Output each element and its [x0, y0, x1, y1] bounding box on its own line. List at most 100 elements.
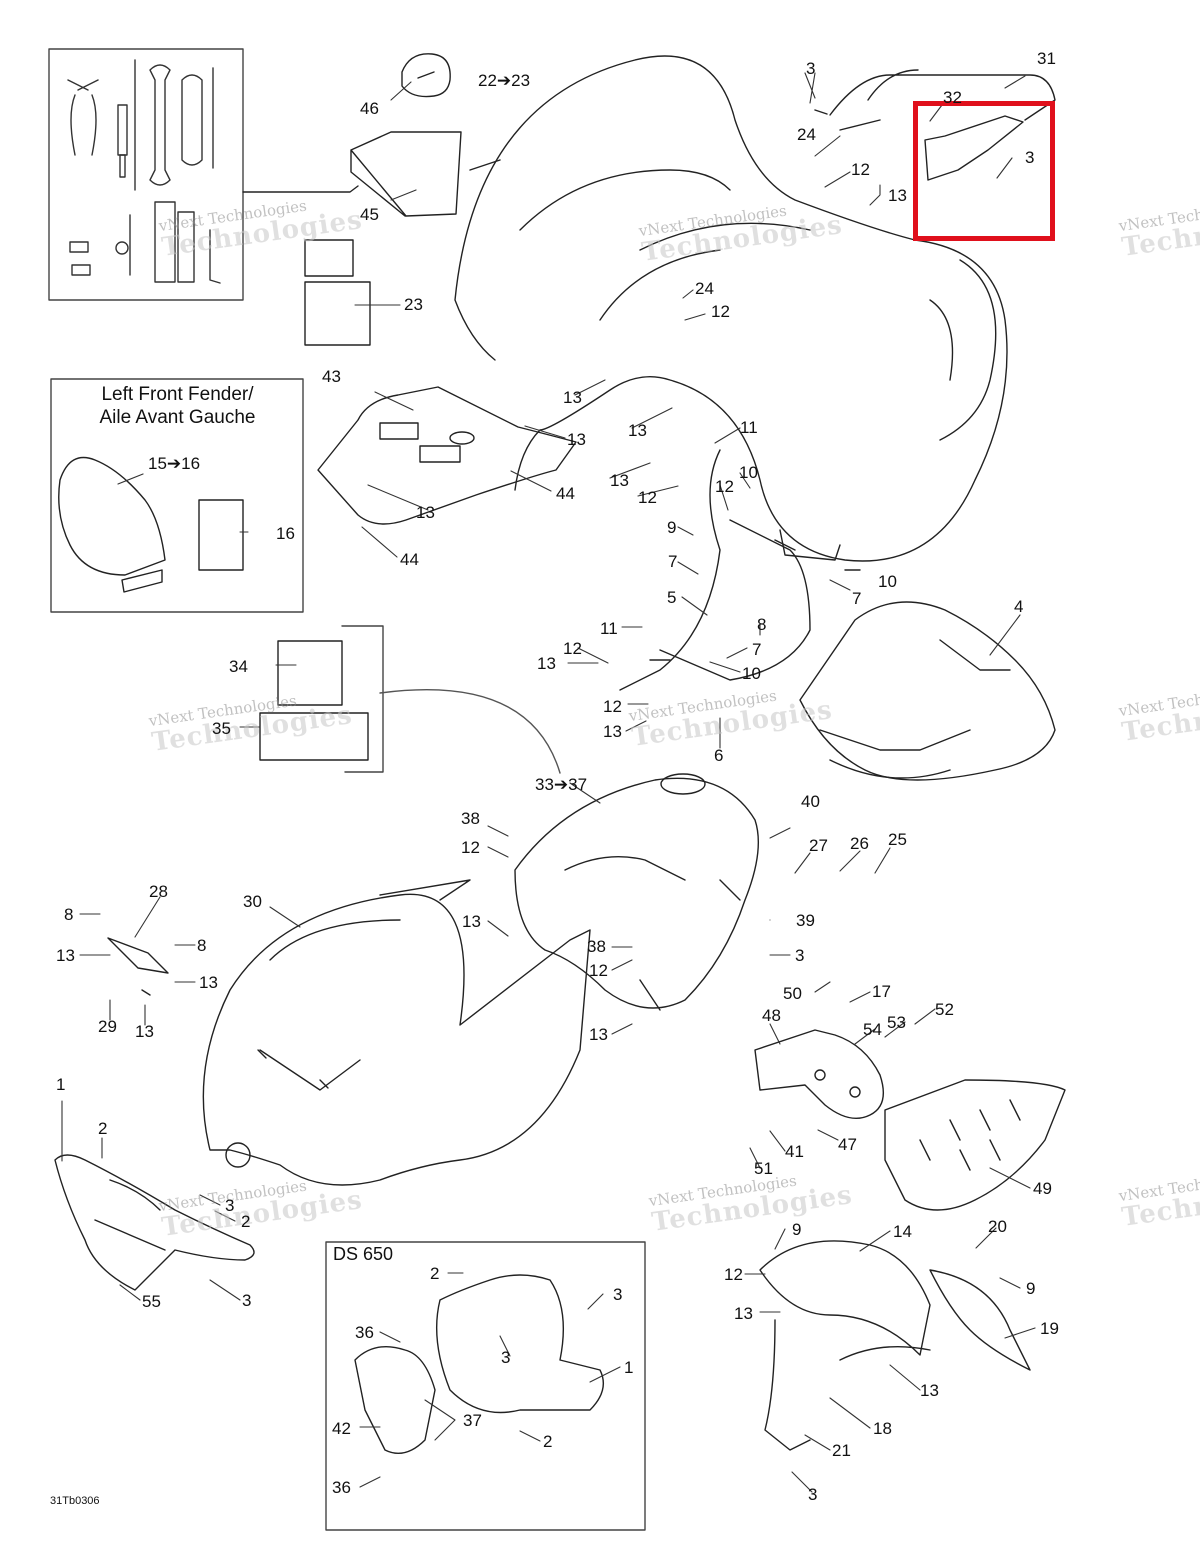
callout-23[interactable]: 23 [404, 295, 423, 314]
callout-36[interactable]: 36 [332, 1478, 351, 1497]
callout-13[interactable]: 13 [610, 471, 629, 490]
callout-18[interactable]: 18 [873, 1419, 892, 1438]
callout-33-37[interactable]: 33➔37 [535, 775, 588, 794]
callout-25[interactable]: 25 [888, 830, 907, 849]
callout-3[interactable]: 3 [613, 1285, 623, 1304]
callout-9[interactable]: 9 [792, 1220, 802, 1239]
callout-3[interactable]: 3 [795, 946, 805, 965]
callout-2[interactable]: 2 [430, 1264, 440, 1283]
callout-12[interactable]: 12 [711, 302, 730, 321]
callout-55[interactable]: 55 [142, 1292, 161, 1311]
callout-19[interactable]: 19 [1040, 1319, 1059, 1338]
callout-36[interactable]: 36 [355, 1323, 374, 1342]
callout-12[interactable]: 12 [715, 477, 734, 496]
callout-44[interactable]: 44 [400, 550, 419, 569]
callout-15-16[interactable]: 15➔16 [148, 454, 201, 473]
callout-24[interactable]: 24 [797, 125, 816, 144]
callout-13[interactable]: 13 [920, 1381, 939, 1400]
callout-17[interactable]: 17 [872, 982, 891, 1001]
callout-3[interactable]: 3 [808, 1485, 818, 1504]
callout-4[interactable]: 4 [1014, 597, 1024, 616]
callout-7[interactable]: 7 [668, 552, 678, 571]
callout-13[interactable]: 13 [628, 421, 647, 440]
callout-29[interactable]: 29 [98, 1017, 117, 1036]
callout-54[interactable]: 54 [863, 1020, 882, 1039]
callout-37[interactable]: 37 [463, 1411, 482, 1430]
callout-20[interactable]: 20 [988, 1217, 1007, 1236]
callout-12[interactable]: 12 [724, 1265, 743, 1284]
callout-44[interactable]: 44 [556, 484, 575, 503]
callout-13[interactable]: 13 [734, 1304, 753, 1323]
callout-14[interactable]: 14 [893, 1222, 912, 1241]
callout-35[interactable]: 35 [212, 719, 231, 738]
callout-38[interactable]: 38 [461, 809, 480, 828]
callout-42[interactable]: 42 [332, 1419, 351, 1438]
callout-13[interactable]: 13 [563, 388, 582, 407]
callout-12[interactable]: 12 [589, 961, 608, 980]
callout-5[interactable]: 5 [667, 588, 677, 607]
callout-9[interactable]: 9 [667, 518, 677, 537]
callout-53[interactable]: 53 [887, 1013, 906, 1032]
callout-3[interactable]: 3 [242, 1291, 252, 1310]
callout-12[interactable]: 12 [851, 160, 870, 179]
callout-32[interactable]: 32 [943, 88, 962, 107]
callout-40[interactable]: 40 [801, 792, 820, 811]
callout-13[interactable]: 13 [416, 503, 435, 522]
callout-21[interactable]: 21 [832, 1441, 851, 1460]
callout-3[interactable]: 3 [501, 1348, 511, 1367]
callout-10[interactable]: 10 [878, 572, 897, 591]
callout-8[interactable]: 8 [64, 905, 74, 924]
callout-50[interactable]: 50 [783, 984, 802, 1003]
callout-12[interactable]: 12 [563, 639, 582, 658]
callout-10[interactable]: 10 [739, 463, 758, 482]
callout-41[interactable]: 41 [785, 1142, 804, 1161]
callout-26[interactable]: 26 [850, 834, 869, 853]
callout-3[interactable]: 3 [225, 1196, 235, 1215]
callout-11[interactable]: 11 [740, 418, 758, 437]
callout-13[interactable]: 13 [135, 1022, 154, 1041]
callout-39[interactable]: 39 [796, 911, 815, 930]
callout-45[interactable]: 45 [360, 205, 379, 224]
callout-1[interactable]: 1 [624, 1358, 634, 1377]
callout-51[interactable]: 51 [754, 1159, 773, 1178]
callout-13[interactable]: 13 [567, 430, 586, 449]
callout-13[interactable]: 13 [537, 654, 556, 673]
callout-31[interactable]: 31 [1037, 49, 1056, 68]
callout-7[interactable]: 7 [852, 589, 862, 608]
callout-48[interactable]: 48 [762, 1006, 781, 1025]
callout-12[interactable]: 12 [638, 488, 657, 507]
callout-1[interactable]: 1 [56, 1075, 66, 1094]
callout-2[interactable]: 2 [241, 1212, 251, 1231]
callout-27[interactable]: 27 [809, 836, 828, 855]
callout-24[interactable]: 24 [695, 279, 714, 298]
callout-43[interactable]: 43 [322, 367, 341, 386]
callout-34[interactable]: 34 [229, 657, 248, 676]
callout-16[interactable]: 16 [276, 524, 295, 543]
callout-3[interactable]: 3 [1025, 148, 1035, 167]
callout-10[interactable]: 10 [742, 664, 761, 683]
callout-2[interactable]: 2 [98, 1119, 108, 1138]
callout-2[interactable]: 2 [543, 1432, 553, 1451]
callout-9[interactable]: 9 [1026, 1279, 1036, 1298]
callout-13[interactable]: 13 [462, 912, 481, 931]
callout-38[interactable]: 38 [587, 937, 606, 956]
callout-30[interactable]: 30 [243, 892, 262, 911]
callout-49[interactable]: 49 [1033, 1179, 1052, 1198]
callout-22-23[interactable]: 22➔23 [478, 71, 531, 90]
callout-47[interactable]: 47 [838, 1135, 857, 1154]
callout-8[interactable]: 8 [197, 936, 207, 955]
callout-11[interactable]: 11 [600, 619, 618, 638]
callout-8[interactable]: 8 [757, 615, 767, 634]
callout-7[interactable]: 7 [752, 640, 762, 659]
callout-13[interactable]: 13 [56, 946, 75, 965]
callout-13[interactable]: 13 [603, 722, 622, 741]
callout-52[interactable]: 52 [935, 1000, 954, 1019]
callout-13[interactable]: 13 [199, 973, 218, 992]
callout-6[interactable]: 6 [714, 746, 724, 765]
callout-12[interactable]: 12 [461, 838, 480, 857]
callout-3[interactable]: 3 [806, 59, 816, 78]
callout-12[interactable]: 12 [603, 697, 622, 716]
callout-46[interactable]: 46 [360, 99, 379, 118]
callout-13[interactable]: 13 [589, 1025, 608, 1044]
callout-28[interactable]: 28 [149, 882, 168, 901]
